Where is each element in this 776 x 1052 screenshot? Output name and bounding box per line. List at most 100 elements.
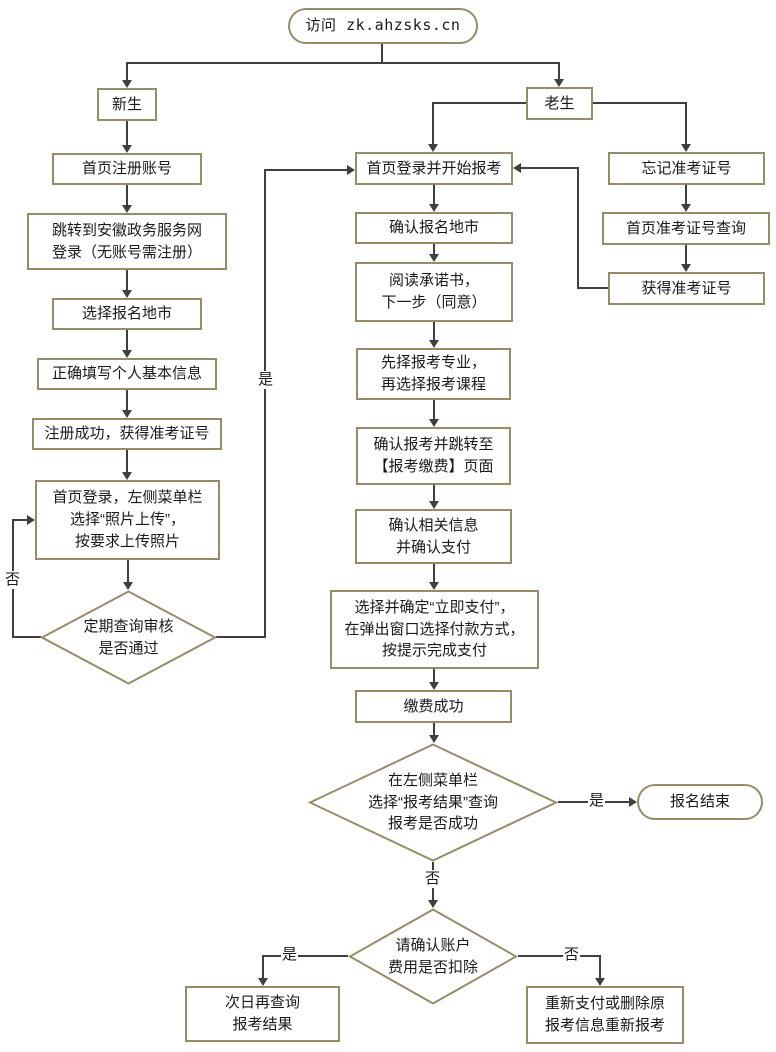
node-label: 重新支付或删除原 报考信息重新报考 bbox=[544, 995, 665, 1034]
connector-line bbox=[264, 170, 266, 638]
arrowhead bbox=[429, 501, 439, 509]
connector-line bbox=[126, 185, 128, 207]
connector-line bbox=[433, 485, 435, 503]
arrowhead bbox=[27, 515, 35, 525]
arrowhead bbox=[122, 290, 132, 298]
node-label: 在左侧菜单栏 选择“报考结果”查询 报考是否成功 bbox=[368, 771, 498, 833]
node-label: 定期查询审核 是否通过 bbox=[83, 617, 174, 657]
flow-node-pay-now: 选择并确定“立即支付”， 在弹出窗口选择付款方式， 按提示完成支付 bbox=[330, 590, 539, 669]
label-no-fee-deducted: 否 bbox=[563, 946, 581, 964]
node-label: 报名结束 bbox=[669, 793, 730, 811]
flow-node-repay: 重新支付或删除原 报考信息重新报考 bbox=[526, 986, 684, 1044]
arrowhead bbox=[429, 419, 439, 427]
flow-node-choose-city: 选择报名地市 bbox=[52, 298, 202, 330]
connector-line bbox=[126, 330, 128, 352]
flow-node-read-promise: 阅读承诺书， 下一步（同意） bbox=[355, 262, 513, 322]
node-label: 首页登录，左侧菜单栏 选择“照片上传”， 按要求上传照片 bbox=[52, 489, 203, 550]
flow-node-register-success: 注册成功，获得准考证号 bbox=[32, 418, 222, 450]
diamond-shape bbox=[348, 908, 518, 1005]
node-label: 老生 bbox=[544, 94, 575, 112]
flow-node-new-student: 新生 bbox=[97, 88, 157, 121]
arrowhead bbox=[428, 144, 438, 152]
node-label: 正确填写个人基本信息 bbox=[51, 365, 202, 383]
connector-line bbox=[433, 244, 435, 256]
node-label: 选择报名地市 bbox=[81, 305, 172, 323]
connector-line bbox=[126, 62, 128, 82]
connector-line bbox=[432, 102, 434, 146]
node-label: 访问 zk.ahzsks.cn bbox=[305, 16, 461, 35]
connector-line bbox=[262, 955, 264, 980]
flow-node-start: 访问 zk.ahzsks.cn bbox=[288, 8, 478, 44]
connector-line bbox=[577, 168, 579, 289]
node-label: 跳转到安徽政务服务网 登录（无账号需注册） bbox=[51, 221, 202, 261]
diamond-shape bbox=[40, 590, 217, 685]
node-label: 获得准考证号 bbox=[641, 279, 732, 297]
node-label: 确认报考并跳转至 【报考缴费】页面 bbox=[373, 436, 494, 475]
flow-node-gov-login: 跳转到安徽政务服务网 登录（无账号需注册） bbox=[27, 213, 227, 270]
connector-line bbox=[126, 270, 128, 292]
flow-node-confirm-info-pay: 确认相关信息 并确认支付 bbox=[355, 509, 512, 564]
connector-line bbox=[264, 169, 348, 171]
connector-line bbox=[381, 44, 383, 62]
label-yes-audit-pass: 是 bbox=[257, 371, 275, 389]
flow-node-forgot-id: 忘记准考证号 bbox=[608, 152, 765, 185]
node-label: 确认报名地市 bbox=[388, 219, 479, 237]
node-label: 首页注册账号 bbox=[81, 160, 172, 178]
connector-line bbox=[216, 636, 265, 638]
arrowhead bbox=[554, 79, 564, 87]
node-label: 先择报考专业， 再选择报考课程 bbox=[380, 354, 486, 393]
arrowhead bbox=[681, 264, 691, 272]
arrowhead bbox=[122, 410, 132, 418]
arrowhead bbox=[629, 797, 637, 807]
flow-node-photo-upload: 首页登录，左侧菜单栏 选择“照片上传”， 按要求上传照片 bbox=[35, 480, 220, 560]
arrowhead bbox=[428, 900, 438, 908]
connector-line bbox=[578, 287, 608, 289]
arrowhead bbox=[122, 80, 132, 88]
node-label: 首页准考证号查询 bbox=[625, 219, 746, 237]
connector-line bbox=[126, 390, 128, 412]
arrowhead bbox=[122, 205, 132, 213]
arrowhead bbox=[681, 144, 691, 152]
connector-line bbox=[433, 669, 435, 684]
arrowhead bbox=[123, 582, 133, 590]
flow-node-confirm-jump-pay: 确认报考并跳转至 【报考缴费】页面 bbox=[356, 427, 511, 485]
flow-node-query-next-day: 次日再查询 报考结果 bbox=[185, 986, 340, 1042]
diamond-shape bbox=[308, 743, 558, 862]
node-label: 忘记准考证号 bbox=[641, 159, 732, 177]
node-label: 确认相关信息 并确认支付 bbox=[388, 516, 479, 556]
flow-node-fill-info: 正确填写个人基本信息 bbox=[37, 358, 217, 390]
arrowhead bbox=[347, 165, 355, 175]
arrowhead bbox=[429, 735, 439, 743]
connector-line bbox=[12, 519, 28, 521]
flow-decision-audit-check: 定期查询审核 是否通过 bbox=[40, 590, 217, 685]
connector-line bbox=[126, 450, 128, 474]
arrowhead bbox=[429, 682, 439, 690]
arrowhead bbox=[429, 582, 439, 590]
connector-line bbox=[126, 121, 128, 147]
arrowhead bbox=[122, 145, 132, 153]
connector-line bbox=[433, 564, 435, 584]
arrowhead bbox=[513, 163, 521, 173]
flow-node-pay-success: 缴费成功 bbox=[355, 690, 512, 723]
arrowhead bbox=[122, 472, 132, 480]
label-yes-fee-deducted: 是 bbox=[281, 946, 299, 964]
flow-node-finish: 报名结束 bbox=[637, 784, 763, 820]
arrowhead bbox=[429, 254, 439, 262]
node-label: 次日再查询 报考结果 bbox=[224, 994, 300, 1033]
connector-line bbox=[433, 400, 435, 421]
connector-line bbox=[433, 322, 435, 342]
node-label: 首页登录并开始报考 bbox=[366, 159, 502, 177]
flow-node-old-student: 老生 bbox=[526, 87, 593, 120]
connector-line bbox=[263, 955, 348, 957]
connector-line bbox=[685, 185, 687, 206]
flow-node-choose-major: 先择报考专业， 再选择报考课程 bbox=[356, 348, 511, 400]
label-yes-result: 是 bbox=[588, 792, 606, 810]
flow-node-confirm-city: 确认报名地市 bbox=[355, 212, 513, 244]
node-label: 注册成功，获得准考证号 bbox=[44, 425, 210, 443]
connector-line bbox=[433, 185, 435, 206]
node-label: 阅读承诺书， 下一步（同意） bbox=[381, 272, 487, 311]
flow-node-query-id: 首页准考证号查询 bbox=[602, 212, 770, 245]
connector-line bbox=[127, 62, 559, 64]
flow-node-login-apply: 首页登录并开始报考 bbox=[355, 152, 513, 185]
arrowhead bbox=[258, 978, 268, 986]
